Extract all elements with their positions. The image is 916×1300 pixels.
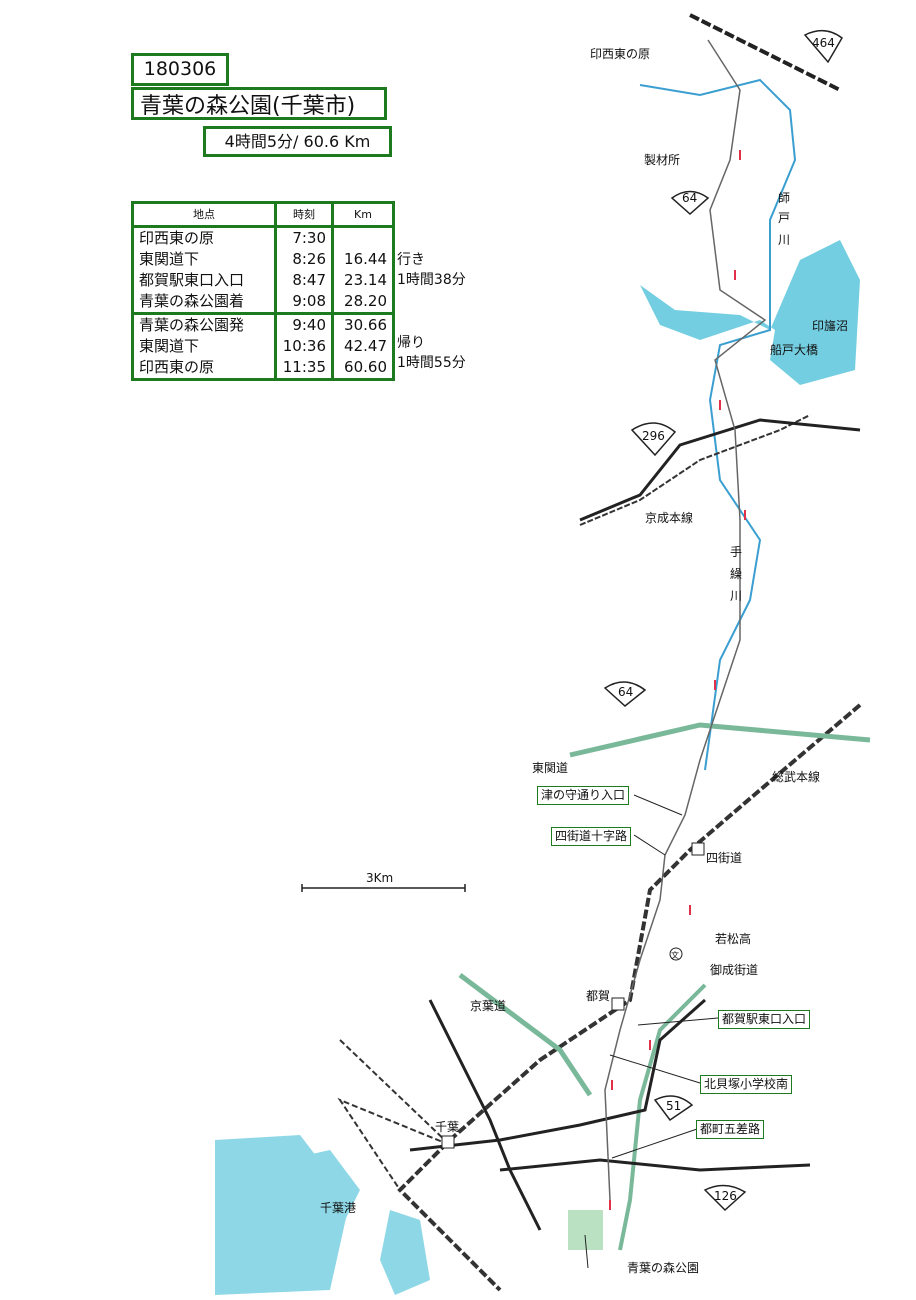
map-label-chibako: 千葉港 <box>320 1201 356 1215</box>
cell-time: 9:40 <box>274 313 334 336</box>
map-label-higashikando: 東関道 <box>532 761 568 775</box>
col-km: Km <box>331 201 395 228</box>
road-51 <box>618 983 707 1251</box>
cell-time: 8:47 <box>274 270 334 291</box>
map-label-wakamatsu: 若松高 <box>715 931 751 946</box>
shield-64b: 64 <box>618 685 633 699</box>
moroto-river <box>639 78 797 771</box>
cell-place: 印西東の原 <box>131 226 277 249</box>
ring-road <box>428 999 542 1231</box>
keiyo-road <box>458 973 593 1097</box>
takuri-3: 川 <box>730 589 742 603</box>
cell-time: 10:36 <box>274 336 334 357</box>
cell-time: 7:30 <box>274 226 334 249</box>
callout-yotsukaido-cross: 四街道十字路 <box>551 827 632 846</box>
higashikanto-expressway <box>569 722 871 758</box>
chiba-bay <box>215 1135 430 1295</box>
other-railway <box>337 1039 451 1191</box>
col-time: 時刻 <box>274 201 334 228</box>
route-296-road <box>579 418 861 522</box>
chiba-station-icon <box>441 1135 455 1149</box>
map-label-chiba: 千葉 <box>435 1120 459 1134</box>
moroto-3: 川 <box>778 233 790 247</box>
keisei-line <box>579 414 811 526</box>
takuri-1: 手 <box>730 545 742 559</box>
school-icon <box>669 947 683 961</box>
cell-place: 東関道下 <box>131 249 277 270</box>
return-note-label: 帰り <box>397 335 425 351</box>
map-label-inbanuma: 印旛沼 <box>812 318 848 333</box>
map-label-onari: 御成街道 <box>710 962 758 977</box>
return-note-duration: 1時間55分 <box>397 355 466 371</box>
scale-bar <box>301 884 466 892</box>
cell-km: 42.47 <box>331 336 395 357</box>
takuri-2: 繰 <box>730 567 742 581</box>
map-label-funato: 船戸大橋 <box>770 343 818 357</box>
shield-464: 464 <box>812 36 835 50</box>
shield-51: 51 <box>666 1099 681 1113</box>
map-label-tsuga: 都賀 <box>586 989 610 1003</box>
map-label-aoba: 青葉の森公園 <box>627 1260 699 1275</box>
cell-place: 都賀駅東口入口 <box>131 270 277 291</box>
map-label-yotsukaido: 四街道 <box>706 851 742 865</box>
outbound-note-duration: 1時間38分 <box>397 272 466 288</box>
cell-km: 28.20 <box>331 291 395 314</box>
callout-kitakaizuka: 北貝塚小学校南 <box>700 1075 793 1094</box>
scale-label: 3Km <box>366 871 393 885</box>
cell-place: 東関道下 <box>131 336 277 357</box>
trip-summary: 4時間5分/ 60.6 Km <box>203 126 392 157</box>
cell-place: 青葉の森公園着 <box>131 291 277 314</box>
map-label-sobu: 総武本線 <box>772 769 820 784</box>
inbanuma-lake <box>640 240 860 385</box>
map-label-keiyodo: 京葉道 <box>470 999 506 1013</box>
cell-km: 60.60 <box>331 357 395 380</box>
moroto-1: 師 <box>778 191 790 205</box>
callout-tsunomori: 津の守通り入口 <box>537 786 630 805</box>
callout-leaders <box>584 794 719 1269</box>
callout-tsuga-east: 都賀駅東口入口 <box>718 1010 811 1029</box>
route-126-road <box>499 1158 811 1172</box>
cell-km: 16.44 <box>331 249 395 270</box>
shield-64a: 64 <box>682 191 697 205</box>
cycle-route <box>604 39 767 1201</box>
date-label: 180306 <box>131 53 229 86</box>
direction-arrows <box>609 150 746 1210</box>
col-place: 地点 <box>131 201 277 228</box>
cell-time: 11:35 <box>274 357 334 380</box>
cell-km <box>331 226 395 249</box>
cell-km: 30.66 <box>331 313 395 336</box>
map-label-keisei: 京成本線 <box>645 510 693 525</box>
tsuga-station-icon <box>611 997 625 1011</box>
cell-place: 印西東の原 <box>131 357 277 380</box>
outbound-note: 行き 1時間38分 <box>397 250 466 290</box>
map-label-start: 印西東の原 <box>590 47 650 61</box>
yotsukaido-station-icon <box>691 842 705 856</box>
outbound-note-label: 行き <box>397 252 425 268</box>
moroto-2: 戸 <box>778 211 790 225</box>
page-title: 青葉の森公園(千葉市) <box>131 87 387 120</box>
map-label-sawmill: 製材所 <box>644 153 680 167</box>
route-shields <box>603 29 843 1212</box>
shield-126: 126 <box>714 1189 737 1203</box>
school-mark: 文 <box>671 950 679 960</box>
cell-km: 23.14 <box>331 270 395 291</box>
cell-time: 9:08 <box>274 291 334 314</box>
callout-miyakocho: 都町五差路 <box>696 1120 765 1139</box>
cell-time: 8:26 <box>274 249 334 270</box>
railway-line <box>689 13 841 92</box>
route-51-road <box>409 998 706 1152</box>
shield-296: 296 <box>642 429 665 443</box>
cell-place: 青葉の森公園発 <box>131 313 277 336</box>
sobu-line <box>397 703 862 1292</box>
return-note: 帰り 1時間55分 <box>397 333 466 373</box>
